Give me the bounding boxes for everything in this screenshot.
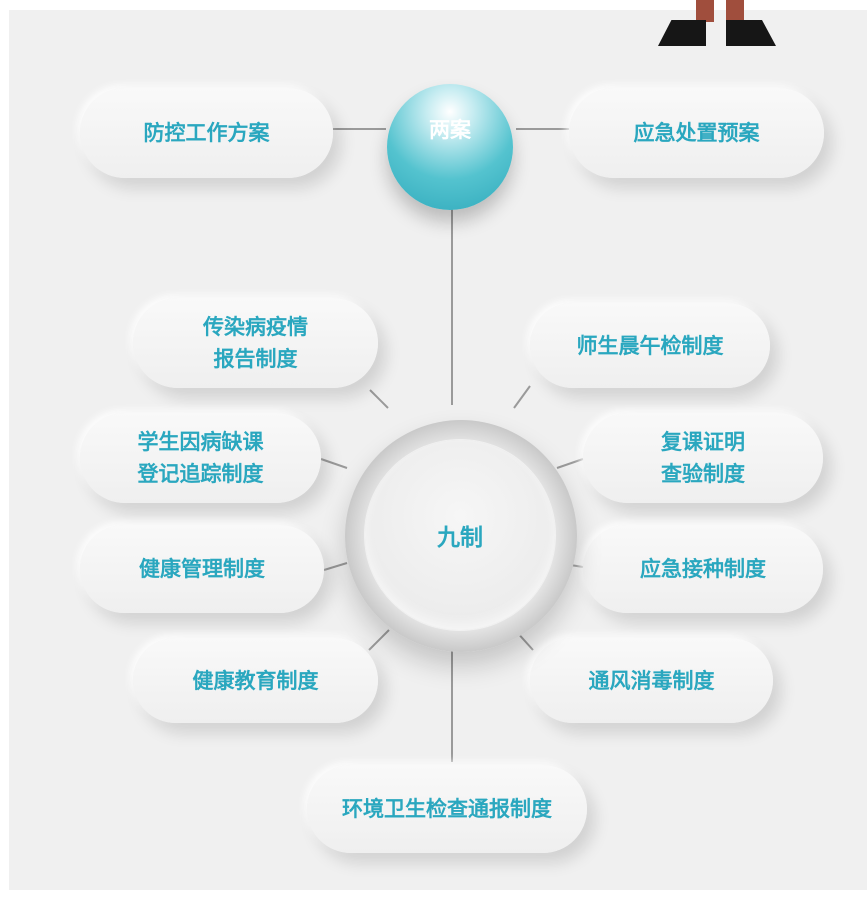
item-emergency-vaccination: 应急接种制度 (583, 525, 823, 613)
item-4-line1: 复课证明 (661, 430, 745, 454)
item-5-line1: 健康管理制度 (139, 557, 265, 581)
connector-item-3 (320, 458, 348, 469)
liang-an-label: 两案 (429, 118, 471, 142)
item-6-line1: 应急接种制度 (640, 557, 766, 581)
item-health-management: 健康管理制度 (80, 525, 324, 613)
plan-emergency-response: 应急处置预案 (569, 88, 824, 178)
item-environmental-inspection: 环境卫生检查通报制度 (307, 765, 587, 853)
connector-item-5 (323, 562, 348, 571)
item-3-line2: 登记追踪制度 (137, 462, 264, 486)
item-infectious-disease-report: 传染病疫情 报告制度 (133, 298, 378, 388)
item-1-line2: 报告制度 (213, 347, 298, 371)
item-health-education: 健康教育制度 (133, 638, 378, 723)
person-legs-icon (658, 0, 778, 46)
connector-item-4 (556, 458, 584, 469)
plan-prevention-control: 防控工作方案 (80, 88, 333, 178)
connector-item-1 (369, 389, 389, 409)
connector-item-2 (513, 385, 531, 409)
plan-prevention-control-label: 防控工作方案 (143, 121, 270, 145)
item-2-line1: 师生晨午检制度 (576, 333, 724, 358)
item-return-certificate: 复课证明 查验制度 (583, 413, 823, 503)
item-9-line1: 环境卫生检查通报制度 (342, 797, 552, 821)
item-ventilation-disinfection: 通风消毒制度 (530, 638, 773, 723)
item-3-line1: 学生因病缺课 (137, 430, 264, 454)
item-absence-tracking: 学生因病缺课 登记追踪制度 (80, 413, 321, 503)
plan-emergency-response-label: 应急处置预案 (633, 121, 760, 145)
item-morning-noon-check: 师生晨午检制度 (530, 303, 770, 388)
item-8-line1: 通风消毒制度 (588, 668, 715, 693)
item-7-line1: 健康教育制度 (192, 668, 319, 693)
item-4-line2: 查验制度 (661, 462, 745, 486)
liang-an-node: 两案 (387, 84, 513, 210)
jiu-zhi-node: 九制 (365, 440, 555, 630)
connector-item-7 (368, 629, 390, 651)
jiu-zhi-label: 九制 (437, 525, 483, 551)
item-1-line1: 传染病疫情 (203, 315, 308, 339)
